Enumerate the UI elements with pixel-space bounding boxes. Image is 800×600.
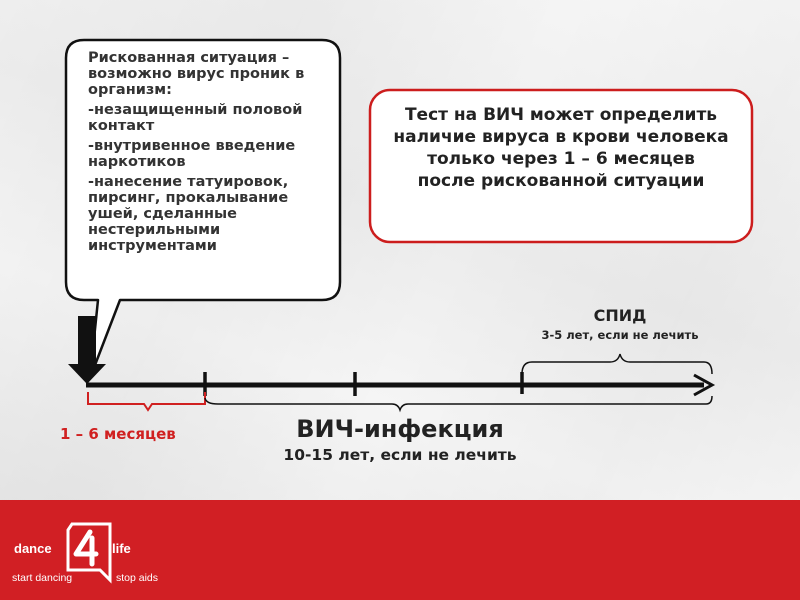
aids-title: СПИД (593, 306, 647, 325)
logo-4-icon (66, 522, 112, 584)
window-bracket (87, 392, 206, 412)
aids-subtitle: 3-5 лет, если не лечить (541, 328, 699, 342)
test-line-1: Тест на ВИЧ может определить (404, 105, 718, 125)
hiv-title: ВИЧ-инфекция (296, 415, 504, 443)
timeline-arrow-head (693, 373, 716, 397)
callout-item-sex: -незащищенный половой контакт (88, 102, 303, 134)
logo-right-word: life (112, 541, 131, 556)
logo-slogan-left: start dancing (12, 572, 73, 584)
test-line-2: наличие вируса в крови человека (393, 127, 729, 147)
window-label: 1 – 6 месяцев (60, 425, 176, 443)
aids-bracket (521, 353, 713, 375)
test-box-text: Тест на ВИЧ может определить наличие вир… (378, 104, 744, 192)
callout-text: Рискованная ситуация – возможно вирус пр… (88, 50, 324, 254)
test-box-frame (368, 88, 754, 244)
callout-heading: Рискованная ситуация – возможно вирус пр… (88, 50, 305, 98)
risk-arrow-head (68, 364, 106, 384)
footer-band (0, 500, 800, 600)
test-line-3: только через 1 – 6 месяцев (427, 149, 695, 169)
test-line-4: после рискованной ситуации (417, 171, 705, 191)
callout-item-tattoo: -нанесение татуировок, пирсинг, прокалыв… (88, 174, 289, 254)
logo-left-word: dance (14, 541, 52, 556)
callout-item-drugs: -внутривенное введение наркотиков (88, 138, 296, 170)
hiv-bracket (204, 395, 713, 413)
dance4life-logo: dance life start dancing stop aids (8, 520, 168, 590)
risk-arrow-shaft (78, 316, 96, 368)
logo-slogan-right: stop aids (116, 572, 159, 584)
hiv-subtitle: 10-15 лет, если не лечить (283, 446, 517, 464)
